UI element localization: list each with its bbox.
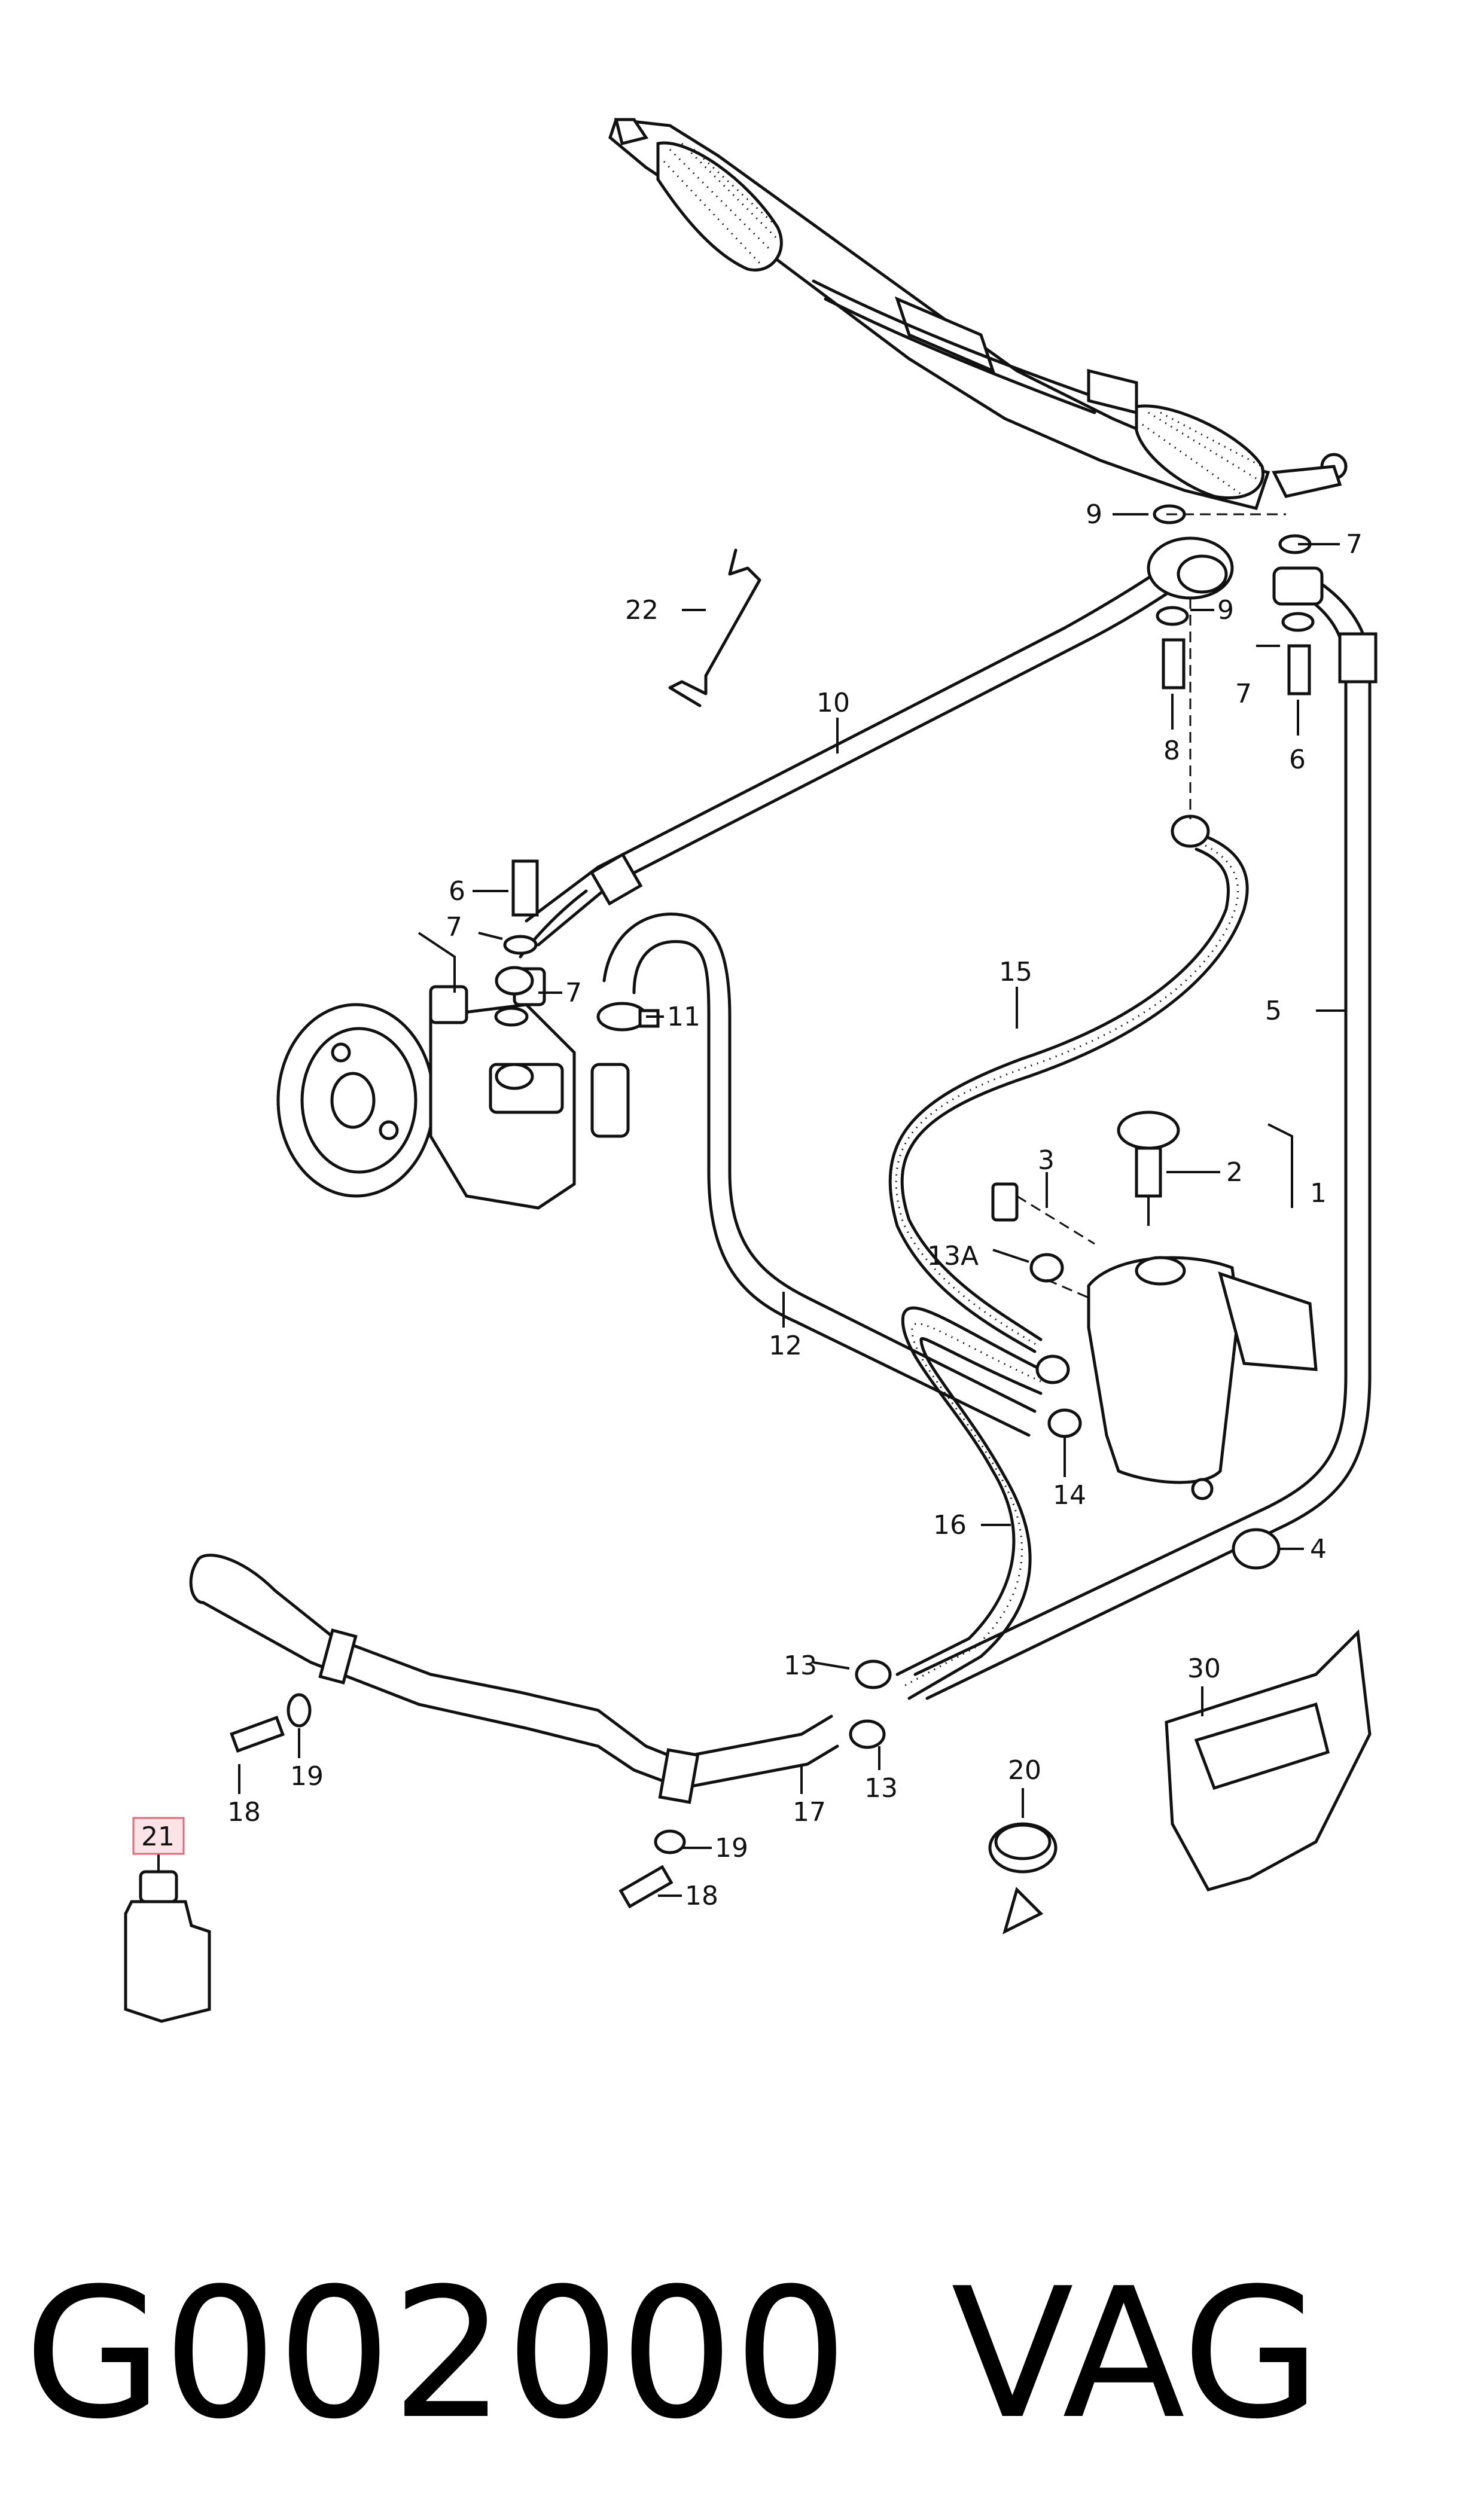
callout-15: 15: [999, 957, 1032, 987]
bolts-18: [230, 1716, 674, 1909]
callout-30-highlight[interactable]: 21: [132, 1817, 185, 1855]
callout-8: 8: [1163, 736, 1180, 766]
callout-7a: 7: [1346, 529, 1363, 560]
clamp-11: [596, 1002, 660, 1032]
pressure-hose-10: [519, 560, 1180, 959]
pump-fittings: [494, 859, 539, 1027]
callout-13a: 13A: [927, 1241, 979, 1271]
callout-labels: 9 7 9 7 8 6 22 10 6 7 7 11 15 5 3 2 1 13…: [227, 499, 1363, 1911]
callout-30-box: [132, 1817, 185, 1855]
callout-30: 21: [141, 1822, 175, 1852]
banjo-fitting-top: [1147, 536, 1234, 600]
banjo-fitting-right: [1272, 566, 1324, 606]
callout-3: 3: [1038, 1145, 1055, 1176]
clamps-13-lower: [849, 1659, 892, 1749]
reference-lines: [1016, 513, 1286, 1299]
callout-7b: 7: [1235, 679, 1252, 709]
callout-1: 1: [1310, 1178, 1327, 1209]
callout-21: 22: [625, 595, 659, 626]
hose-16: [895, 1306, 1043, 1700]
leader-lines: [157, 513, 1346, 1897]
callout-5: 5: [1265, 996, 1282, 1026]
callout-17: 17: [793, 1797, 826, 1828]
callout-9a: 9: [1086, 499, 1102, 530]
callout-19b: 19: [715, 1833, 748, 1863]
callout-20: 20: [1008, 1755, 1041, 1786]
callout-10: 10: [816, 688, 850, 718]
callout-14: 14: [1053, 1480, 1086, 1511]
brand-label: VAG: [951, 2250, 1321, 2458]
clamp-20: [988, 1822, 1058, 1935]
callout-6b: 6: [449, 876, 465, 907]
callout-16: 16: [933, 1510, 967, 1540]
suction-hose-12: [602, 913, 1037, 1437]
callout-12: 12: [769, 1331, 802, 1361]
callout-6a: 6: [1289, 745, 1306, 775]
callout-7c: 7: [446, 912, 462, 942]
return-hose-5: [913, 578, 1378, 1700]
callout-19a: 19: [290, 1761, 324, 1792]
callout-7d: 7: [565, 978, 582, 1008]
steering-pump: [276, 932, 630, 1210]
cap-4: [1232, 1528, 1281, 1570]
callout-4: 4: [1310, 1534, 1327, 1564]
cooler-line-17: [189, 1554, 839, 1804]
callout-2: 2: [1226, 1157, 1243, 1188]
callout-22: 30: [1187, 1653, 1221, 1684]
fluid-reservoir: [1087, 1110, 1318, 1500]
callout-18b: 18: [685, 1881, 718, 1911]
hose-15: [888, 814, 1249, 1353]
callout-9b: 9: [1217, 595, 1234, 626]
washers-19: [287, 1693, 686, 1854]
diagram-code: G002000: [24, 2250, 848, 2458]
cover-22: [1165, 1629, 1372, 1891]
steering-rack: [608, 118, 1348, 510]
callout-11: 11: [667, 1002, 700, 1032]
fluid-bottle-30: [124, 1870, 211, 2023]
callout-18a: 18: [227, 1797, 261, 1828]
clip-21: [668, 548, 761, 707]
reservoir-clamps: [991, 1182, 1082, 1438]
callout-13b: 13: [784, 1650, 817, 1681]
callout-13c: 13: [864, 1773, 898, 1804]
